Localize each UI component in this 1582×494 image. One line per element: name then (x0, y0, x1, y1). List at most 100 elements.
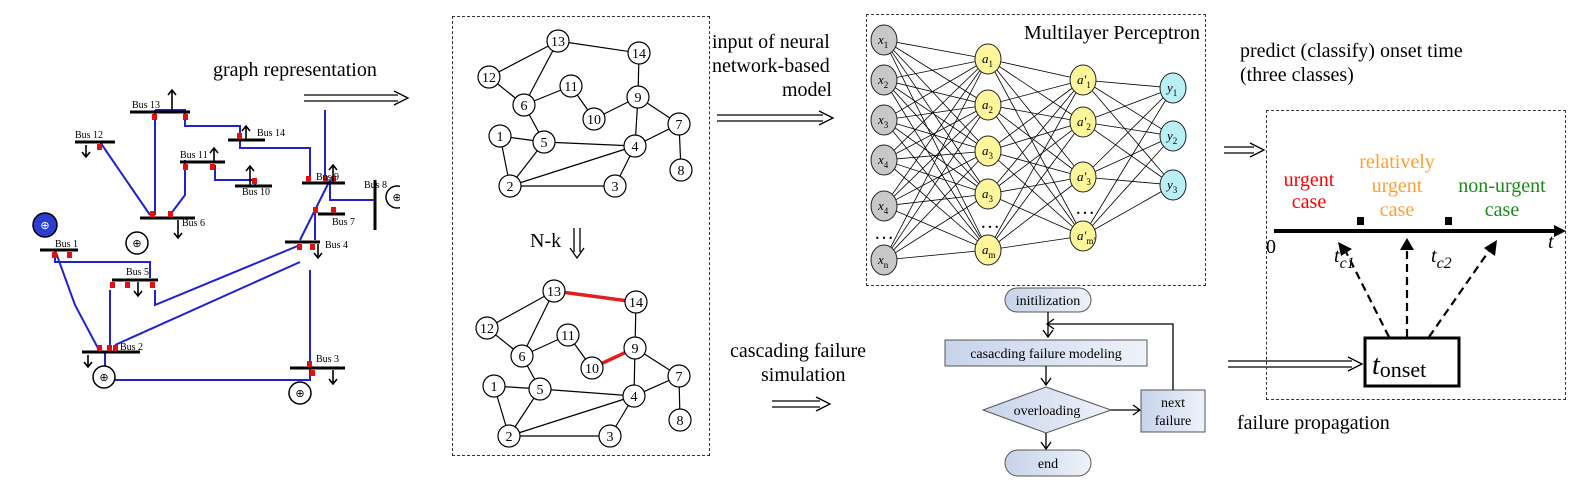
graph-node-label: 8 (678, 164, 685, 179)
graph-node (497, 424, 521, 448)
graph-node-label: 2 (506, 430, 513, 445)
graph-node-label: 8 (677, 414, 684, 429)
mlp-hidden1-node-label: a3 (982, 143, 994, 161)
graph-node (624, 290, 648, 314)
svg-text:⊕: ⊕ (392, 192, 400, 204)
timeline-panel (1266, 110, 1566, 400)
graph-node (622, 384, 646, 408)
bus-label: Bus 8 (364, 180, 387, 191)
mlp-hidden1-node (974, 234, 1002, 266)
arrow-icon (304, 90, 410, 106)
graph-node-label: 6 (519, 350, 526, 365)
graph-node-label: 10 (585, 362, 599, 377)
class-urgent-1: urgent (1284, 169, 1335, 191)
graph-node (559, 74, 583, 98)
mlp-input-node-label: xn (877, 252, 889, 270)
nk-label: N-k (530, 230, 562, 252)
mlp-input-node-label: x1 (877, 32, 888, 50)
mlp-hidden2-node-label: a′1 (1077, 72, 1091, 90)
svg-text:⊕: ⊕ (99, 372, 108, 384)
class-rel-urgent-1: relatively (1359, 151, 1435, 173)
graph-node-label: 10 (587, 113, 601, 128)
mlp-input-node (870, 144, 898, 176)
mlp-hidden1-node-label: a2 (982, 97, 993, 115)
mlp-input-node (870, 244, 898, 276)
graph-node (482, 374, 506, 398)
tc2-tick (1445, 217, 1452, 225)
graph-node-label: 9 (632, 342, 639, 357)
predict-label-2: (three classes) (1240, 64, 1354, 86)
graph-node (582, 107, 606, 131)
input-model-label-1: input of neural (712, 31, 830, 53)
mlp-output-node-label: y3 (1165, 177, 1178, 195)
graph-edge (553, 289, 637, 304)
graph-node (498, 174, 522, 198)
cascading-sim-label-1: cascading failure (730, 340, 867, 362)
graph-node-label: 2 (507, 180, 514, 195)
onset-label: tonset (1372, 350, 1426, 382)
failure-propagation-label: failure propagation (1237, 412, 1390, 434)
flowchart: initilization casacding failure modeling… (944, 287, 1206, 477)
arrow-icon (1228, 356, 1364, 372)
flow-next (1140, 389, 1206, 433)
graph-node (626, 85, 650, 109)
graph-node-label: 14 (632, 47, 646, 62)
mlp-hidden1-node-label: am (982, 242, 996, 260)
graph-edge (486, 290, 555, 329)
graph-node (627, 41, 651, 65)
bus-label: Bus 14 (257, 128, 285, 139)
graph-node (580, 356, 604, 380)
mlp-output-node (1159, 120, 1187, 152)
graph-node-label: 1 (491, 380, 498, 395)
arrow-icon (1224, 142, 1266, 158)
mlp-output-node-label: y1 (1165, 80, 1177, 98)
flow-modeling-label: casacding failure modeling (970, 347, 1122, 362)
graph-node-label: 12 (482, 71, 496, 86)
graph-node-label: 4 (632, 140, 639, 155)
flow-end (1004, 449, 1092, 477)
graph-node (598, 424, 622, 448)
mlp-output-node-label: y2 (1165, 128, 1177, 146)
class-non-urgent-2: case (1485, 199, 1520, 221)
tc1-label: tc1 (1334, 245, 1355, 272)
mlp-hidden1-node (974, 43, 1002, 75)
svg-text:⊕: ⊕ (40, 220, 49, 232)
graph-node (546, 29, 570, 53)
onset-box (1363, 336, 1461, 388)
graph-edge (523, 40, 559, 106)
class-non-urgent-1: non-urgent (1458, 175, 1546, 197)
graph-node-label: 11 (564, 80, 577, 95)
graph-node (623, 134, 647, 158)
graph-node (512, 93, 536, 117)
tc1-tick (1357, 217, 1364, 225)
bus-label: Bus 7 (332, 217, 355, 228)
graph-node-label: 13 (551, 35, 565, 50)
cascading-sim-label-2: simulation (761, 364, 846, 386)
tc2-label: tc2 (1431, 245, 1452, 272)
bus-label: Bus 13 (132, 100, 160, 111)
graph-node-label: 7 (676, 370, 683, 385)
flow-next-label-2: failure (1155, 414, 1192, 429)
graph-edge (508, 395, 635, 437)
predict-label-1: predict (classify) onset time (1240, 40, 1463, 62)
graph-node (542, 279, 566, 303)
load-arrows (81, 88, 338, 386)
mlp-title: Multilayer Perceptron (1024, 22, 1201, 44)
mlp-input-node (870, 24, 898, 56)
mlp-hidden2-node (1069, 106, 1097, 138)
graph-node-label: 4 (631, 390, 638, 405)
mlp-hidden1-node (974, 89, 1002, 121)
mlp-output-node (1159, 169, 1187, 201)
input-model-label-2: network-based (712, 55, 830, 77)
graph-representation-label: graph representation (213, 59, 377, 81)
graph-node-label: 11 (561, 329, 574, 344)
graph-panel (452, 16, 710, 456)
graph-node-label: 5 (537, 383, 544, 398)
mlp-input-node-label: x2 (877, 72, 888, 90)
bus-label: Bus 12 (75, 130, 103, 141)
propagation-arrows (1343, 247, 1492, 338)
mlp-hidden1-node-label: a3 (982, 186, 994, 204)
graph-node (510, 344, 534, 368)
graph-node (528, 377, 552, 401)
